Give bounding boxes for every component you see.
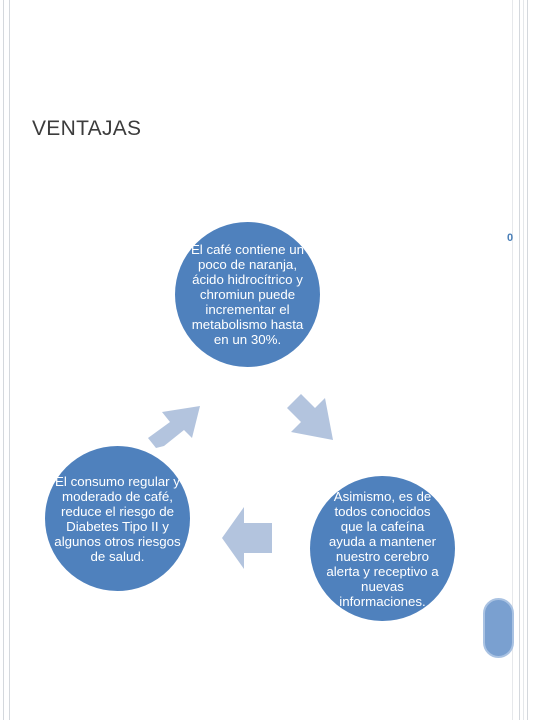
left-border-decoration [3, 0, 10, 720]
slide-number: 0 [506, 232, 514, 244]
arrow-up-right-icon [148, 406, 200, 448]
slide-title: VENTAJAS [32, 117, 142, 140]
cycle-node-left: El consumo regular y moderado de café, r… [45, 446, 190, 591]
cycle-node-right-text: Asimismo, es de todos conocidos que la c… [326, 488, 439, 609]
right-border-inner-line [523, 0, 524, 720]
right-border-decoration [519, 0, 528, 720]
arrow-down-right-icon [287, 394, 333, 440]
cycle-node-left-text: El consumo regular y moderado de café, r… [54, 473, 181, 564]
arrow-left-icon [222, 507, 272, 569]
side-accent-tab [483, 598, 514, 658]
cycle-node-right: Asimismo, es de todos conocidos que la c… [310, 476, 455, 621]
cycle-node-top: El café contiene un poco de naranja, áci… [175, 222, 320, 367]
cycle-node-top-text: El café contiene un poco de naranja, áci… [190, 242, 305, 347]
right-rule-line [512, 0, 513, 720]
